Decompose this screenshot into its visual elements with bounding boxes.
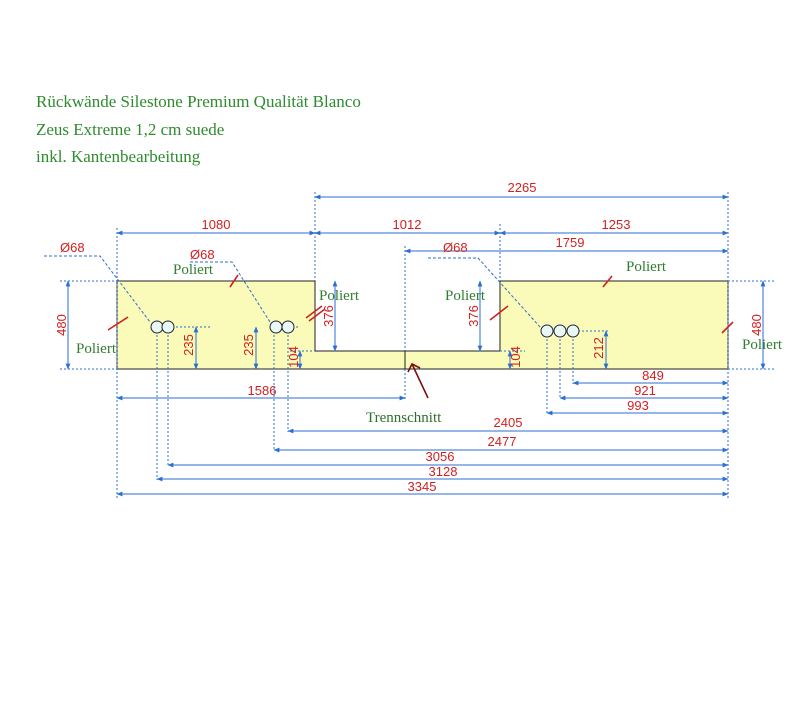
dim-hole-height-2: 235 — [241, 334, 256, 356]
dim-right-width: 1253 — [602, 217, 631, 232]
label-trennschnitt: Trennschnitt — [366, 410, 442, 426]
label-poliert-right: Poliert — [742, 337, 783, 353]
hole-label-3: Ø68 — [443, 240, 468, 255]
dim-strip-left: 104 — [286, 346, 301, 368]
header-line-3: inkl. Kantenbearbeitung — [36, 147, 201, 166]
dimension-lines — [65, 194, 766, 497]
header-line-2: Zeus Extreme 1,2 cm suede — [36, 120, 224, 139]
dim-3345: 3345 — [408, 479, 437, 494]
dim-height-left: 480 — [54, 314, 69, 336]
dim-height-right: 480 — [749, 314, 764, 336]
dim-3056: 3056 — [426, 449, 455, 464]
polished-edge-markers — [107, 274, 734, 334]
dim-849: 849 — [642, 368, 664, 383]
dim-2405: 2405 — [494, 415, 523, 430]
label-poliert-top-right: Poliert — [626, 259, 667, 275]
dim-strip-right: 104 — [508, 346, 523, 368]
label-poliert-notch-left: Poliert — [319, 288, 360, 304]
hole-label-1: Ø68 — [60, 240, 85, 255]
dim-2477: 2477 — [488, 434, 517, 449]
dim-3128: 3128 — [429, 464, 458, 479]
dim-notch-left: 376 — [321, 305, 336, 327]
header-line-1: Rückwände Silestone Premium Qualität Bla… — [36, 92, 361, 111]
dim-middle-width: 1012 — [393, 217, 422, 232]
dim-hole-height-3: 212 — [591, 337, 606, 359]
dim-left-width: 1080 — [202, 217, 231, 232]
dim-1759: 1759 — [556, 235, 585, 250]
label-poliert-notch-right: Poliert — [445, 288, 486, 304]
label-poliert-left: Poliert — [76, 341, 117, 357]
trennschnitt-arrow — [407, 362, 429, 399]
dim-overall: 2265 — [508, 180, 537, 195]
holes — [150, 320, 580, 338]
panel-outline — [116, 280, 729, 370]
dim-921: 921 — [634, 383, 656, 398]
label-poliert-top-left: Poliert — [173, 262, 214, 278]
dim-993: 993 — [627, 398, 649, 413]
dim-notch-right: 376 — [466, 305, 481, 327]
dim-1586: 1586 — [248, 383, 277, 398]
hole-label-2: Ø68 — [190, 247, 215, 262]
dim-hole-height-1: 235 — [181, 334, 196, 356]
hole-leaders — [44, 255, 541, 328]
